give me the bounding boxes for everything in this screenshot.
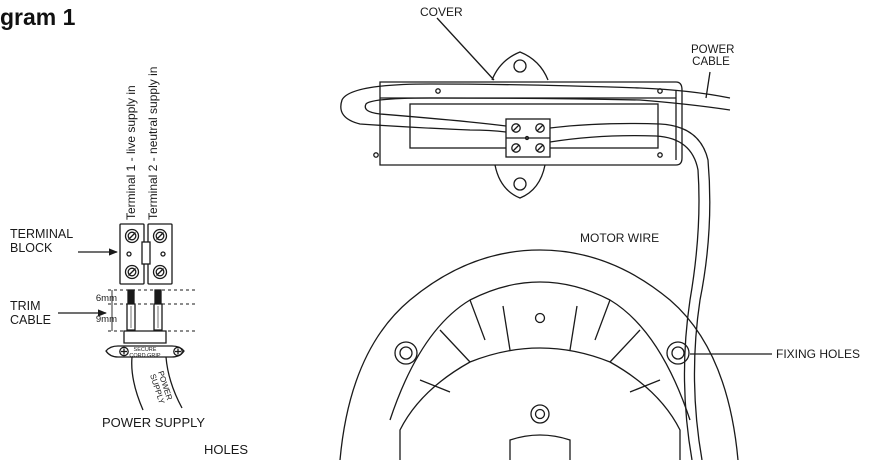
cover-leader (436, 17, 495, 81)
terminal-2-label: Terminal 2 - neutral supply in (146, 67, 160, 220)
terminal-1-label: Terminal 1 - live supply in (124, 85, 138, 220)
fixing-hole-icon (394, 341, 418, 365)
trim-cable-label-2: CABLE (10, 313, 51, 327)
cord-grip (105, 345, 185, 358)
cord-grip-label-1: SECURE (134, 347, 157, 353)
dim-9mm-label: 9mm (96, 314, 117, 325)
terminal-screw-icon (124, 264, 140, 280)
fan-unit (339, 17, 772, 460)
terminal-block-label-1: TERMINAL (10, 227, 74, 241)
fixing-hole-icon (666, 341, 690, 365)
power-cable (340, 83, 731, 133)
dim-6mm-label: 6mm (96, 293, 117, 304)
box-terminal-block (505, 118, 551, 158)
fixing-holes-label: FIXING HOLES (776, 347, 861, 361)
terminal-block-detail: Terminal 1 - live supply in Terminal 2 -… (58, 67, 196, 411)
terminal-screw-icon (124, 228, 140, 244)
cable-cores (126, 289, 163, 331)
diagram-heading: gram 1 (0, 4, 76, 30)
motor-wire (549, 122, 711, 460)
trim-cable-label-1: TRIM (10, 299, 41, 313)
trim-guide-lines (108, 289, 196, 332)
motor-wire-label: MOTOR WIRE (580, 231, 660, 245)
cord-grip-label-2: CORD GRIP (129, 353, 161, 359)
power-supply-label: POWER SUPPLY (102, 415, 206, 430)
terminal-screw-icon (152, 228, 168, 244)
motor-housing (339, 249, 739, 460)
holes-label: HOLES (204, 442, 249, 457)
cover-label: COVER (420, 5, 463, 19)
terminal-screw-icon (152, 264, 168, 280)
power-cable-leader (705, 71, 711, 99)
power-cable-label-2: CABLE (692, 56, 730, 68)
power-supply-cable (131, 356, 183, 411)
power-cable-label-1: POWER (691, 44, 735, 56)
terminal-block-label-2: BLOCK (10, 241, 53, 255)
terminal-block (119, 223, 173, 285)
